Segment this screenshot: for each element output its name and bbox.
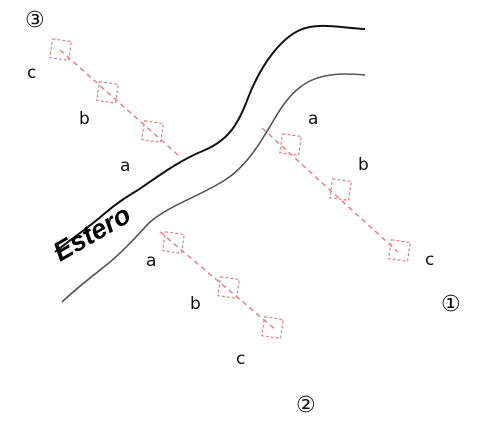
shoreline-upper — [137, 24, 366, 191]
station-box-site-1-a — [279, 133, 302, 156]
station-label-site-1-c: c — [425, 250, 434, 270]
transect-line-site-1 — [261, 127, 399, 253]
station-label-site-2-c: c — [236, 349, 245, 369]
station-box-site-3-a — [141, 120, 164, 143]
station-box-site-3-c — [49, 38, 72, 61]
station-label-site-2-a: a — [146, 251, 156, 271]
station-box-site-1-b — [329, 178, 352, 201]
station-label-site-1-a: a — [308, 109, 318, 129]
station-label-site-1-b: b — [358, 155, 369, 175]
station-box-site-2-c — [261, 316, 284, 339]
estuary-label: Estero — [48, 199, 136, 267]
site-number-3: ③ — [25, 8, 45, 33]
station-label-site-2-b: b — [190, 294, 201, 314]
station-box-site-2-b — [217, 276, 240, 299]
station-label-site-3-c: c — [27, 63, 36, 83]
site-number-2: ② — [296, 393, 316, 418]
shoreline-lower — [61, 73, 366, 303]
site-number-1: ① — [441, 292, 461, 317]
transect-line-site-3 — [59, 49, 179, 156]
shoreline-upper-tail — [54, 189, 139, 253]
station-label-site-3-b: b — [79, 109, 90, 129]
transect-line-site-2 — [159, 231, 277, 331]
station-box-site-3-b — [96, 81, 119, 104]
station-label-site-3-a: a — [120, 156, 130, 176]
station-box-site-1-c — [388, 239, 411, 262]
station-box-site-2-a — [162, 231, 185, 254]
